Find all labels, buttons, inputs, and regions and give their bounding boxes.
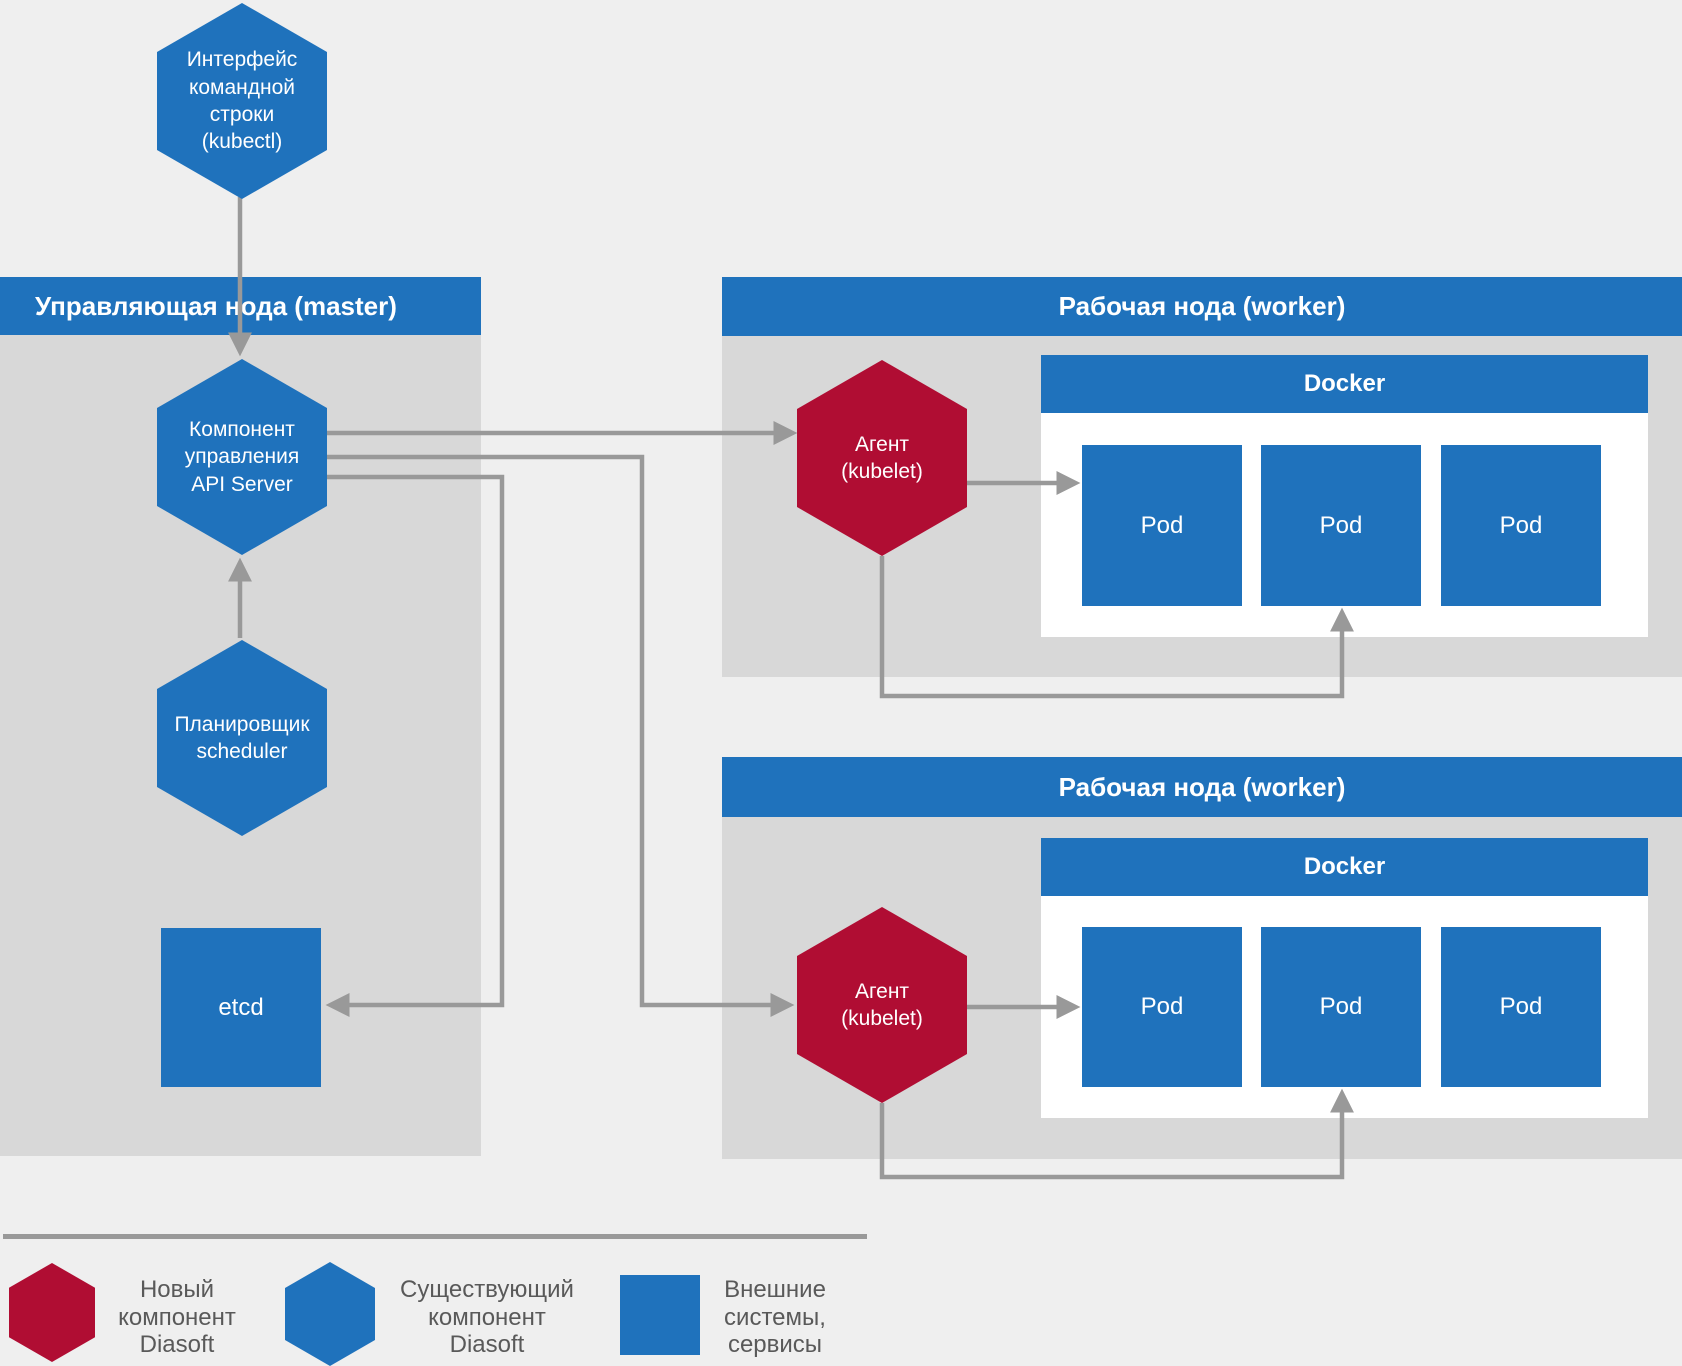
- kubectl-label: Интерфейс командной строки (kubectl): [186, 48, 298, 154]
- pod-label: Pod: [1499, 993, 1543, 1020]
- legend-new-component-label: Новый компонент Diasoft: [118, 1276, 236, 1359]
- legend-existing-component-label: Существующий компонент Diasoft: [400, 1276, 574, 1359]
- pod-label: Pod: [1319, 511, 1363, 539]
- pod-label: Pod: [1499, 511, 1543, 539]
- worker2-docker-header: Docker: [1041, 838, 1648, 896]
- legend-existing-component-hexagon-icon: [285, 1262, 375, 1366]
- worker2-header: Рабочая нода (worker): [722, 757, 1682, 817]
- worker1-title: Рабочая нода (worker): [1058, 291, 1346, 321]
- etcd-box: etcd: [161, 928, 321, 1087]
- legend-divider: [3, 1234, 867, 1239]
- worker1-pod-3: Pod: [1441, 445, 1601, 606]
- worker1-header: Рабочая нода (worker): [722, 277, 1682, 336]
- api-server-label: Компонент управления API Server: [184, 418, 300, 496]
- legend-external-systems-label: Внешние системы, сервисы: [724, 1276, 826, 1359]
- worker1-docker-header: Docker: [1041, 355, 1648, 413]
- worker2-title: Рабочая нода (worker): [1058, 771, 1346, 802]
- kubectl-hexagon: Интерфейс командной строки (kubectl): [157, 3, 327, 199]
- scheduler-hexagon: Планировщик scheduler: [157, 640, 327, 836]
- worker2-pod-3: Pod: [1441, 927, 1601, 1087]
- kubelet2-label: Агент (kubelet): [841, 979, 923, 1030]
- worker1-pod-2: Pod: [1261, 445, 1421, 606]
- legend-external-systems-square-icon: [620, 1275, 700, 1355]
- pod-label: Pod: [1319, 993, 1363, 1020]
- kubelet1-label: Агент (kubelet): [841, 432, 923, 483]
- worker2-pod-1: Pod: [1082, 927, 1242, 1087]
- pod-label: Pod: [1140, 511, 1184, 539]
- pod-label: Pod: [1140, 993, 1184, 1020]
- worker2-docker-title: Docker: [1303, 853, 1386, 880]
- worker2-pod-2: Pod: [1261, 927, 1421, 1087]
- worker1-docker-title: Docker: [1303, 370, 1386, 397]
- scheduler-label: Планировщик scheduler: [174, 712, 310, 763]
- etcd-label: etcd: [218, 993, 264, 1021]
- master-node-title: Управляющая нода (master): [35, 290, 397, 321]
- master-node-header: Управляющая нода (master): [0, 277, 481, 335]
- legend-new-component-hexagon-icon: [9, 1263, 95, 1362]
- worker1-pod-1: Pod: [1082, 445, 1242, 606]
